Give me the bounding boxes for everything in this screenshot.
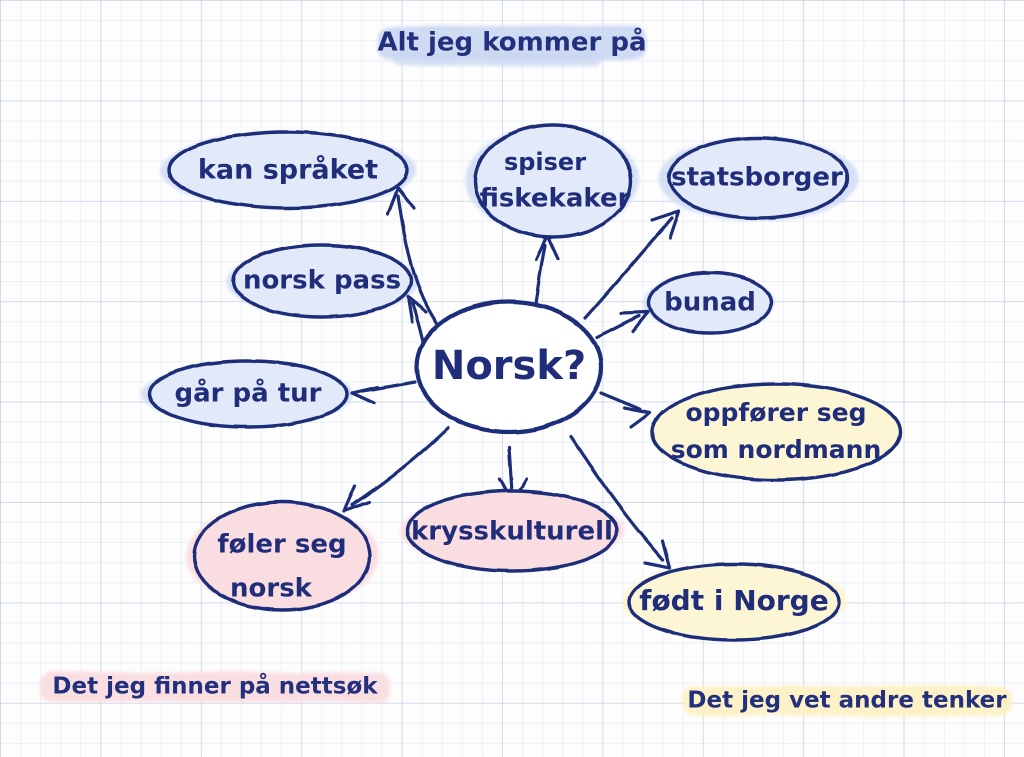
node-shape-gar-pa-tur[interactable] xyxy=(147,359,349,429)
node-shape-kan-spraket[interactable] xyxy=(167,130,409,210)
legend-caption-others-think: Det jeg vet andre tenker xyxy=(687,688,1007,714)
node-shape-center[interactable] xyxy=(414,299,604,435)
node-label-spiser-fiskekaker: spiser fiskekaker xyxy=(480,148,631,214)
node-shape-fodt-i-norge[interactable] xyxy=(627,562,841,642)
node-label-kan-spraket: kan språket xyxy=(198,154,378,186)
connector-to-oppforer-seg xyxy=(599,391,652,429)
node-shape-foler-seg-norsk[interactable] xyxy=(192,500,372,612)
node-label-line-2: som nordmann xyxy=(671,435,882,464)
connector-to-gar-pa-tur xyxy=(350,380,417,405)
node-label-krysskulturell: krysskulturell xyxy=(411,517,613,547)
legend-caption-web-search: Det jeg finner på nettsøk xyxy=(52,673,378,700)
node-shape-norsk-pass[interactable] xyxy=(231,243,413,319)
node-label-oppforer-seg: oppfører seg som nordmann xyxy=(671,398,882,464)
page-title: Alt jeg kommer på xyxy=(377,26,646,58)
node-label-statsborger: statsborger xyxy=(671,163,843,193)
connector-group xyxy=(342,186,681,570)
node-label-bunad: bunad xyxy=(664,288,756,318)
node-shape-krysskulturell[interactable] xyxy=(405,489,619,573)
node-label-line-2: norsk xyxy=(230,574,313,604)
node-shapes xyxy=(147,123,902,642)
node-label-fodt-i-norge: født i Norge xyxy=(639,584,828,617)
node-shape-oppforer-seg[interactable] xyxy=(650,382,902,482)
node-shape-statsborger[interactable] xyxy=(667,136,849,220)
connector-to-bunad xyxy=(595,310,650,339)
node-label-gar-pa-tur: går på tur xyxy=(175,377,322,409)
node-label-foler-seg-norsk: føler seg norsk xyxy=(217,530,346,604)
node-label-line-1: oppfører seg xyxy=(685,398,866,427)
node-label-line-1: føler seg xyxy=(217,530,346,560)
center-node-label: Norsk? xyxy=(432,343,586,389)
connector-to-fodt-i-norge xyxy=(569,435,672,570)
node-shape-bunad[interactable] xyxy=(647,271,773,335)
node-label-line-1: spiser xyxy=(504,148,586,176)
connector-to-foler-seg-norsk xyxy=(342,426,450,513)
connector-to-statsborger xyxy=(583,209,681,320)
connector-to-norsk-pass xyxy=(406,295,428,348)
node-label-line-2: fiskekaker xyxy=(480,184,631,214)
node-label-norsk-pass: norsk pass xyxy=(243,266,401,296)
connector-to-kan-spraket xyxy=(386,186,443,332)
node-shape-spiser-fiskekaker[interactable] xyxy=(473,123,633,239)
